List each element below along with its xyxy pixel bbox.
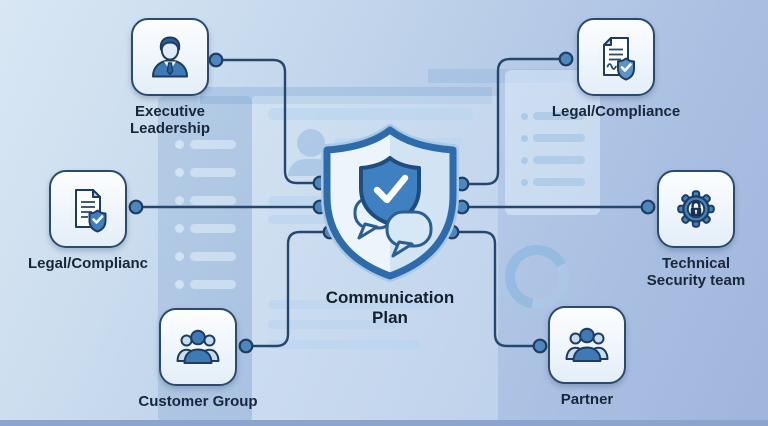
node-customer-group: Customer Group: [118, 308, 278, 410]
node-label: Technical Security team: [646, 255, 746, 290]
node-card: [577, 18, 655, 96]
node-card: [131, 18, 209, 96]
background-row: [520, 134, 585, 142]
node-legal-compliance-left: Legal/Complianc: [8, 170, 168, 272]
background-row: [174, 196, 236, 205]
node-technical-security-team: Technical Security team: [616, 170, 768, 289]
bottom-strip: [0, 420, 768, 426]
document-check-shield-icon: [75, 189, 107, 233]
document-signature-shield-icon: [603, 37, 635, 81]
node-executive-leadership: Executive Leadership: [90, 18, 250, 137]
node-card: [657, 170, 735, 248]
center-node-communication-plan: Communication Plan: [312, 124, 468, 328]
background-row: [520, 156, 585, 164]
background-row: [174, 140, 236, 149]
node-partner: Partner: [507, 306, 667, 408]
gear-lock-icon: [677, 190, 715, 228]
people-group-icon: [176, 329, 220, 364]
center-label: Communication Plan: [325, 288, 455, 328]
background-row: [174, 168, 236, 177]
background-pill: [268, 108, 473, 120]
background-row: [520, 178, 585, 186]
businessman-icon: [152, 36, 188, 78]
node-label: Executive Leadership: [129, 103, 211, 138]
speech-bubble-right: [385, 210, 433, 258]
node-label: Partner: [560, 391, 614, 408]
node-card: [159, 308, 237, 386]
node-card: [49, 170, 127, 248]
node-label: Legal/Complianc: [27, 255, 149, 272]
shield-check-speech-bubbles-icon: [321, 124, 459, 282]
background-row: [174, 252, 236, 261]
node-label: Legal/Compliance: [551, 103, 681, 120]
background-row: [174, 280, 236, 289]
node-card: [548, 306, 626, 384]
people-group-icon: [565, 327, 609, 362]
background-pill: [268, 340, 420, 349]
background-row: [174, 224, 236, 233]
node-legal-compliance-top: Legal/Compliance: [536, 18, 696, 120]
node-label: Customer Group: [138, 393, 258, 410]
